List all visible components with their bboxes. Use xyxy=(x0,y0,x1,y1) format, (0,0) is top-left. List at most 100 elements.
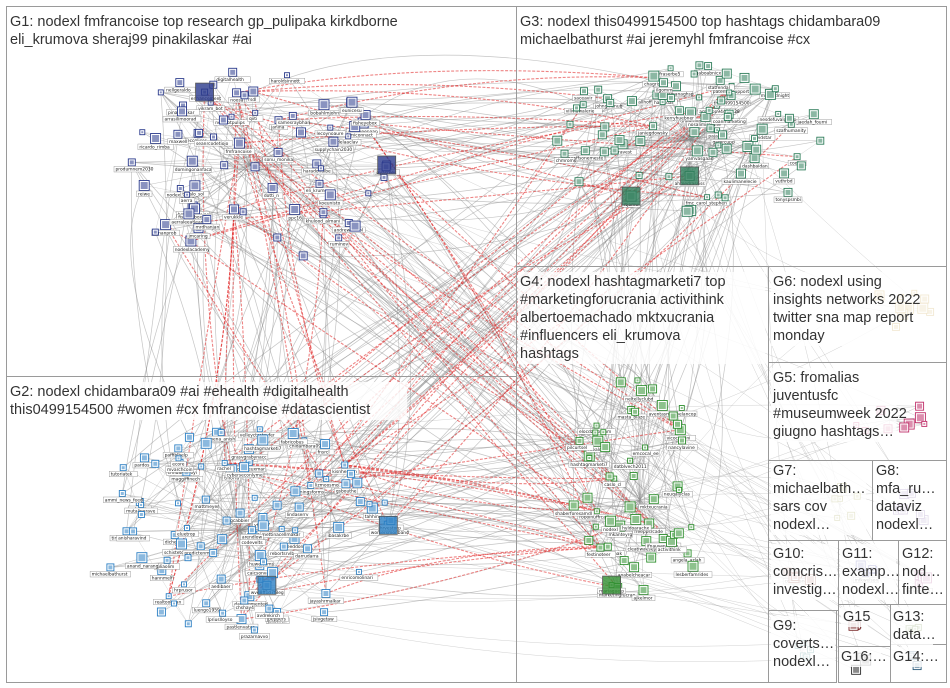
node-avatar-fill xyxy=(220,117,226,123)
node-label-box xyxy=(662,114,697,121)
node-avatar-fill xyxy=(120,492,124,495)
node-avatar-fill xyxy=(140,504,143,506)
node-avatar-fill xyxy=(629,459,632,462)
node-label-box xyxy=(180,191,210,198)
highlighted-edge xyxy=(310,104,584,486)
node-label-box xyxy=(108,471,138,478)
node xyxy=(708,147,718,157)
node-avatar-fill xyxy=(661,101,664,104)
node xyxy=(626,96,637,107)
group-label-g10-line: investig… xyxy=(773,582,837,598)
node-avatar-fill xyxy=(218,576,224,582)
inter-group-edge xyxy=(322,67,671,216)
node-avatar-fill xyxy=(586,537,592,543)
node-label-box xyxy=(564,107,603,114)
node-avatar-fill xyxy=(223,461,226,464)
node-avatar-fill xyxy=(562,151,567,156)
node-avatar-fill xyxy=(249,528,254,533)
group-label-g3-line: michaelbathurst #ai jeremyhl fmfrancoise… xyxy=(520,32,811,48)
highlighted-edge xyxy=(231,125,654,471)
node-label: mingsforms xyxy=(298,489,325,495)
node: pastlenvatas xyxy=(224,614,259,630)
intra-group-edge xyxy=(689,88,756,141)
node-label: ilgomm xyxy=(656,88,672,94)
node-avatar-fill xyxy=(241,210,245,214)
group-label-g4-line: #influencers eli_krumova xyxy=(520,328,681,344)
node-avatar-fill xyxy=(608,100,613,105)
node-avatar-fill xyxy=(187,237,195,245)
node xyxy=(695,61,704,70)
node-avatar-fill xyxy=(658,402,666,409)
highlighted-edge xyxy=(325,546,608,595)
node: ibasakrbe xyxy=(325,521,352,539)
node-avatar-fill xyxy=(351,222,359,230)
node-avatar-fill xyxy=(212,135,215,139)
node-avatar-fill xyxy=(314,161,320,167)
node-label: gemrcupp xyxy=(713,140,735,146)
node: verukkle xyxy=(222,204,246,221)
node-avatar-fill xyxy=(186,556,190,560)
node-avatar-fill xyxy=(698,96,701,99)
node-avatar-fill xyxy=(720,132,725,138)
node-avatar-fill xyxy=(917,403,923,409)
intra-group-edge xyxy=(141,504,326,594)
node: festinoteer xyxy=(584,543,616,558)
node-avatar-fill xyxy=(320,101,328,109)
node: gsbouthe xyxy=(334,479,358,495)
group-label-bg xyxy=(771,461,867,535)
node xyxy=(717,96,726,105)
node-avatar-fill xyxy=(138,554,146,562)
node xyxy=(184,432,194,442)
node-label-box xyxy=(706,132,728,139)
node xyxy=(631,407,640,416)
node-label: sonu_monika xyxy=(264,157,293,163)
node-avatar-fill xyxy=(723,196,727,200)
node-avatar-fill xyxy=(616,522,624,530)
node-label-box xyxy=(568,461,610,468)
highlighted-edge xyxy=(224,143,240,463)
node-avatar-fill xyxy=(321,210,326,215)
node-avatar-fill xyxy=(242,93,247,98)
node: aerra xyxy=(179,191,196,204)
node: nellgeraldo xyxy=(164,78,196,93)
node-avatar-fill xyxy=(668,95,673,100)
inter-group-edge xyxy=(192,160,601,548)
node-avatar-fill xyxy=(670,413,676,419)
node-avatar-fill xyxy=(221,611,225,615)
highlighted-edge xyxy=(362,122,598,512)
group-label-g10-line: G10: xyxy=(773,546,804,562)
node-avatar-fill xyxy=(631,474,636,478)
node xyxy=(346,469,355,478)
group-label-g9-line: nodexl… xyxy=(773,654,830,670)
node-avatar-fill xyxy=(719,98,724,103)
node-avatar-fill xyxy=(296,504,302,510)
node-label: neuqalyclas xyxy=(664,492,691,498)
node-avatar-fill xyxy=(175,131,181,137)
node-label: fabricobus xyxy=(281,439,305,445)
node xyxy=(668,411,678,421)
node-label-box xyxy=(602,481,626,488)
group-label-g14-line: G14:… xyxy=(893,649,939,665)
node xyxy=(184,620,192,628)
node-label: pastlenvatas xyxy=(227,624,256,630)
node-label: luengo1959 xyxy=(194,608,220,614)
node-avatar-fill xyxy=(274,610,279,614)
node-avatar-large xyxy=(621,186,641,206)
node xyxy=(151,459,160,468)
node-avatar-fill xyxy=(368,503,371,506)
node: michaelbathurst xyxy=(89,563,131,578)
node-label: lizmoosmo xyxy=(315,482,339,488)
node-avatar-fill xyxy=(262,560,265,564)
node-label-box xyxy=(233,604,255,611)
node-label-box xyxy=(137,143,174,150)
node-avatar-fill xyxy=(582,148,588,154)
node-avatar-fill xyxy=(222,163,227,168)
intra-group-edge xyxy=(213,72,233,138)
intra-group-edge xyxy=(259,565,359,573)
node-avatar-fill xyxy=(668,537,675,545)
node-label-box xyxy=(285,511,314,518)
node-avatar-fill xyxy=(691,129,698,136)
node-label: fmfrancoise xyxy=(226,149,252,155)
highlighted-edge xyxy=(231,469,601,549)
node-avatar-fill xyxy=(335,523,343,531)
